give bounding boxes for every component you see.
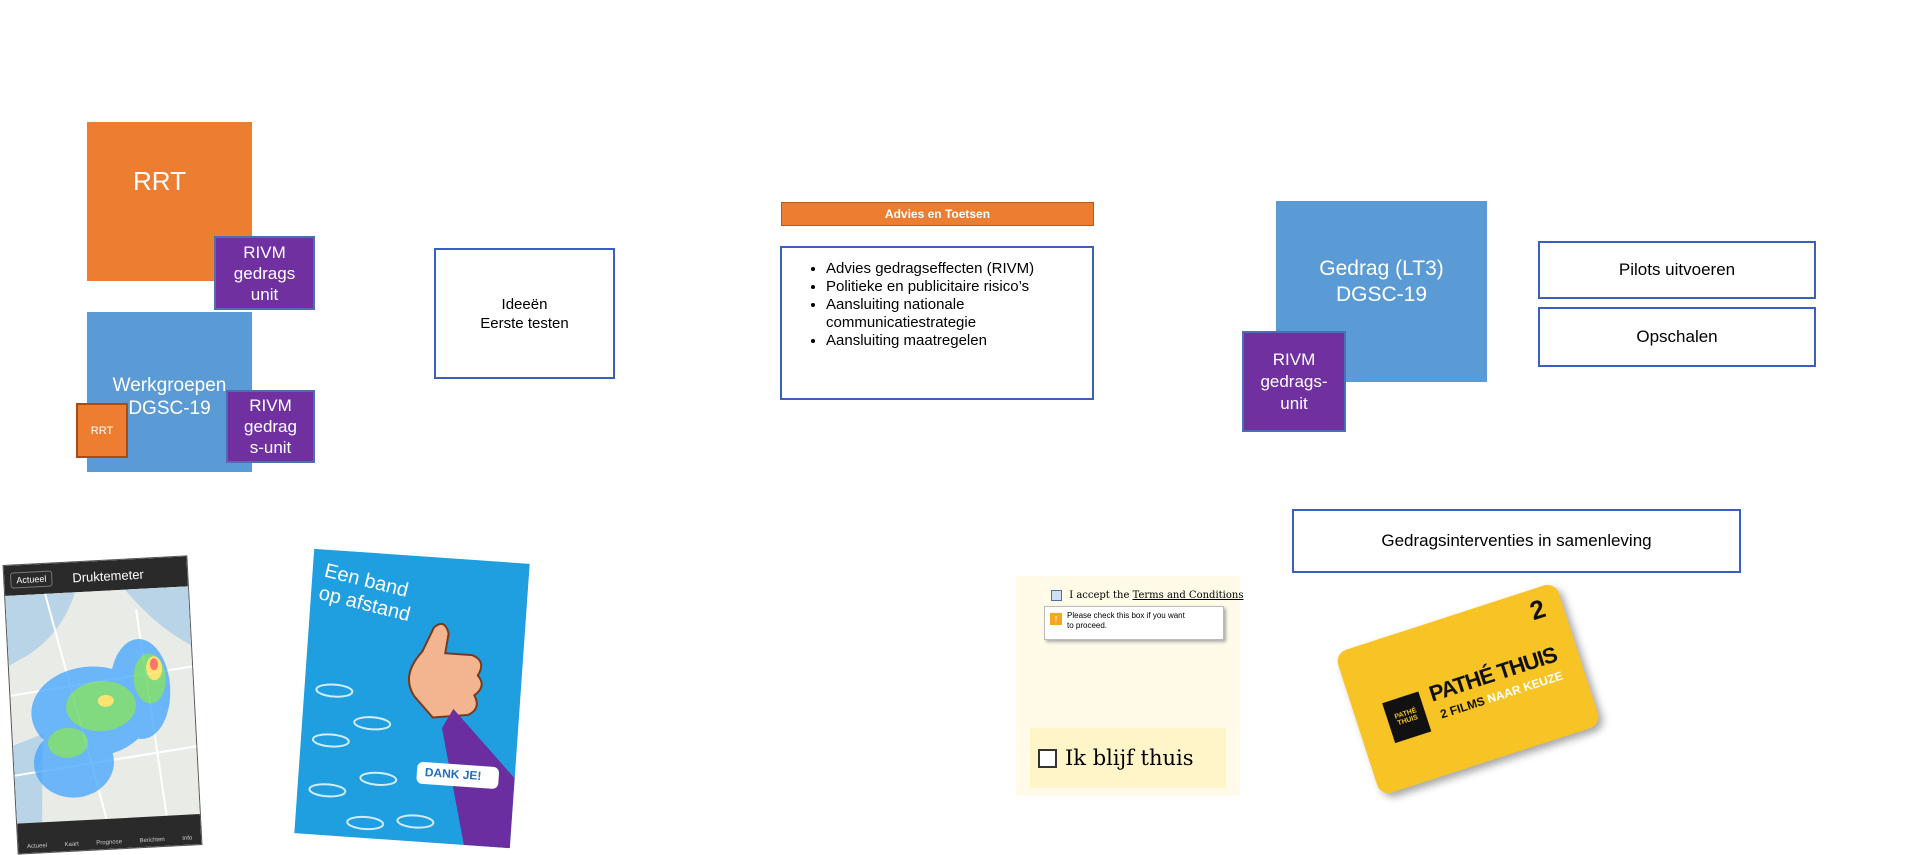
pathe-number: 2: [1526, 593, 1550, 627]
gedrag-sublabel: DGSC-19: [1335, 282, 1428, 306]
rivm-line: gedrags-: [1260, 371, 1328, 391]
svg-text:€: €: [1460, 321, 1470, 340]
advice-item: Politieke en publicitaire risico’s: [826, 278, 1092, 296]
pilots-box: Pilots uitvoeren: [1538, 241, 1816, 299]
terms-link: Terms and Conditions: [1132, 590, 1244, 601]
advice-item: Aansluiting nationale communicatiestrate…: [826, 296, 1092, 332]
tab-prognose: Prognose: [96, 839, 123, 847]
interventions-box: Gedragsinterventies in samenleving: [1292, 509, 1741, 573]
ideas-line2: Eerste testen: [480, 314, 569, 332]
rivm-line: unit: [1280, 393, 1308, 413]
rivm-unit-box-werkgroepen: RIVM gedrag s-unit: [226, 390, 315, 463]
rrt-label: RRT: [133, 166, 186, 196]
tab-actueel: Actueel: [26, 843, 48, 851]
rrt-small-label: RRT: [90, 424, 114, 437]
band-op-afstand-poster: Een band op afstand DANK JE!: [294, 548, 530, 849]
checkbox-nudge-image: I accept the Terms and Conditions ! Plea…: [1016, 576, 1243, 796]
rivm-unit-box-gedrag: RIVM gedrags- unit: [1242, 331, 1346, 432]
advice-box: Advies gedragseffecten (RIVM) Politieke …: [780, 246, 1094, 400]
rivm-line: unit: [250, 284, 279, 304]
advice-item: Advies gedragseffecten (RIVM): [826, 260, 1092, 278]
ideas-line1: Ideeën: [501, 295, 548, 313]
druktemeter-screenshot: Actueel Druktemeter Actueel Kaart Progno…: [2, 555, 203, 855]
druktemeter-title: Druktemeter: [71, 566, 145, 585]
checkbox-icon: [1038, 748, 1057, 768]
rivm-line: gedrag: [244, 417, 297, 436]
tab-info: Info: [182, 835, 193, 843]
advice-list: Advies gedragseffecten (RIVM) Politieke …: [782, 260, 1092, 350]
pilots-label: Pilots uitvoeren: [1618, 260, 1736, 279]
warning-text: to proceed.: [1067, 621, 1108, 630]
tab-berichten: Berichten: [139, 836, 166, 845]
rivm-line: RIVM: [243, 242, 286, 262]
rivm-line: RIVM: [1272, 349, 1316, 369]
advice-item: Aansluiting maatregelen: [826, 332, 1092, 350]
rrt-small-box: RRT: [76, 403, 128, 458]
opschalen-box: Opschalen: [1538, 307, 1816, 367]
warning-text: Please check this box if you want: [1067, 611, 1185, 620]
ideas-box: Ideeën Eerste testen: [434, 248, 615, 379]
advice-header-label: Advies en Toetsen: [884, 207, 991, 221]
tab-kaart: Kaart: [64, 841, 80, 849]
gedrag-label: Gedrag (LT3): [1319, 256, 1444, 280]
stay-home-label: Ik blijf thuis: [1065, 746, 1194, 770]
back-button: Actueel: [9, 570, 53, 589]
warning-icon: !: [1050, 613, 1062, 625]
interventions-label: Gedragsinterventies in samenleving: [1381, 531, 1652, 550]
werkgroepen-sublabel: DGSC-19: [128, 398, 211, 419]
thumbs-up-illustration: [308, 622, 515, 849]
pathe-logo: PATHÉ THUIS: [1382, 691, 1432, 744]
opschalen-label: Opschalen: [1636, 327, 1718, 346]
checkbox-icon: [1051, 590, 1062, 601]
terms-row: I accept the Terms and Conditions: [1051, 590, 1243, 601]
advice-header: Advies en Toetsen: [781, 202, 1094, 226]
rivm-unit-box-rrt: RIVM gedrags unit: [214, 236, 315, 310]
werkgroepen-label: Werkgroepen: [112, 375, 227, 396]
rivm-line: RIVM: [249, 396, 292, 415]
pathe-thuis-card: PATHÉ THUIS PATHÉ THUIS 2 FILMS NAAR KEU…: [1334, 581, 1602, 797]
stay-home-row: Ik blijf thuis: [1030, 728, 1226, 788]
heatmap-map: [5, 586, 202, 826]
terms-accept-text: I accept the: [1069, 590, 1130, 601]
warning-tooltip: ! Please check this box if you want to p…: [1044, 606, 1224, 640]
rivm-line: s-unit: [249, 438, 292, 457]
rivm-line: gedrags: [233, 263, 296, 283]
